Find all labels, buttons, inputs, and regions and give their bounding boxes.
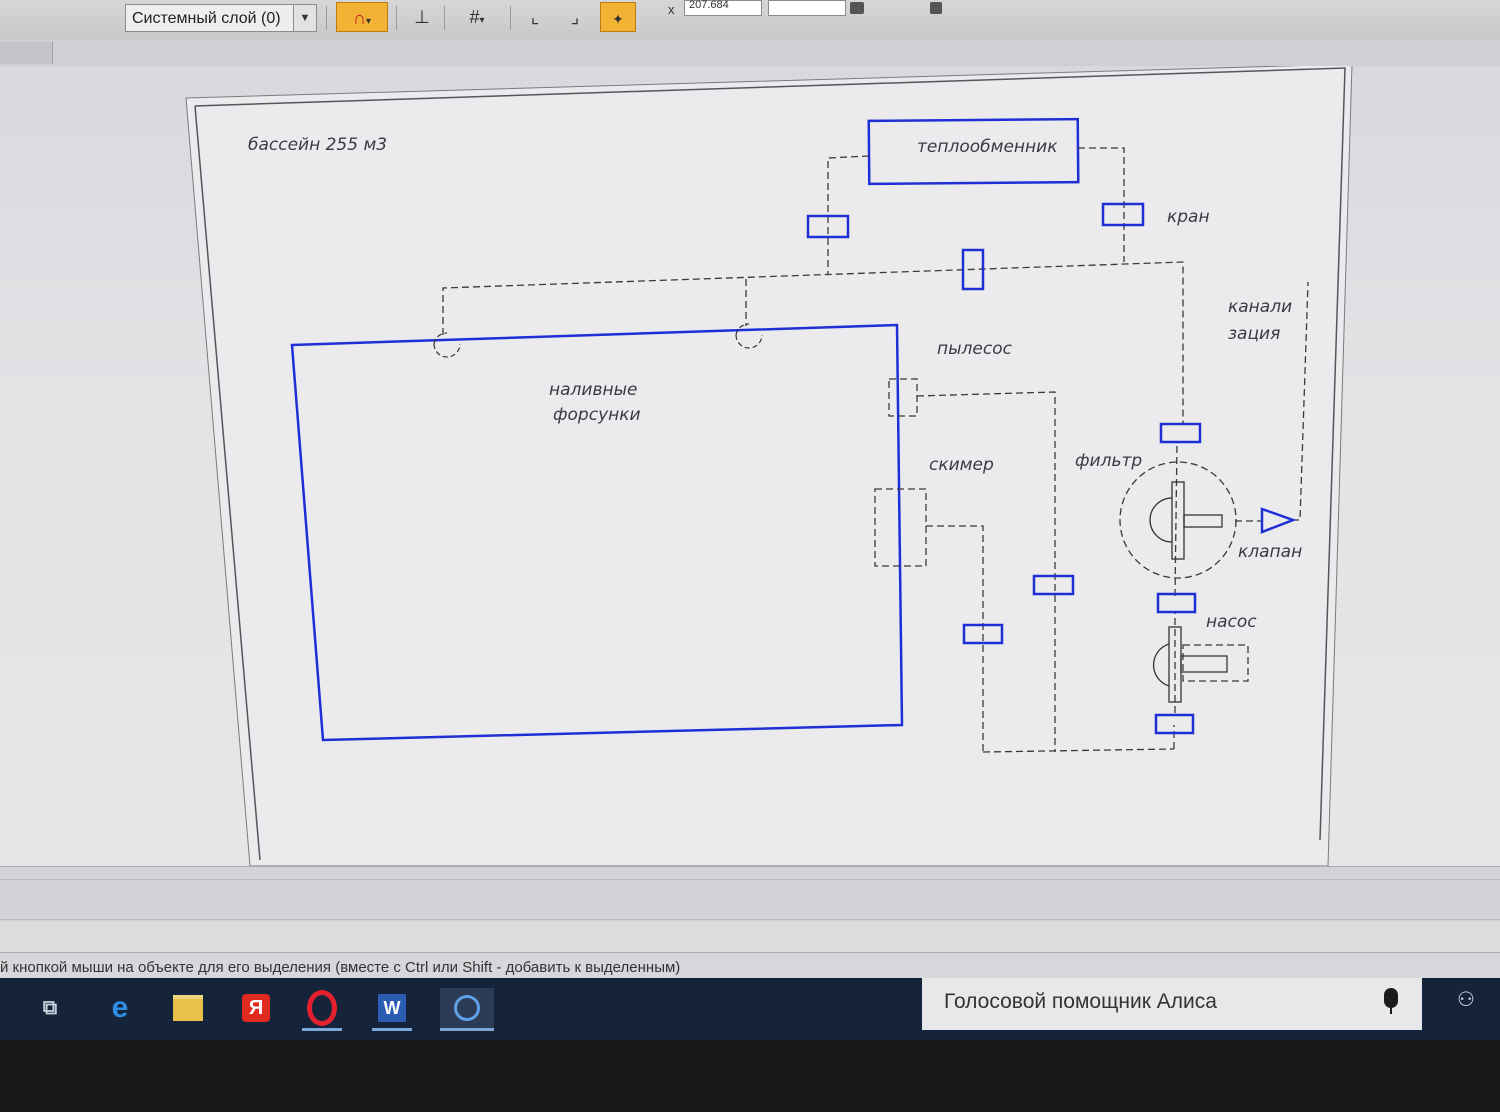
status-bar: й кнопкой мыши на объекте для его выделе…	[0, 952, 1500, 979]
valve-heat-in[interactable]	[806, 214, 850, 239]
microphone-stand	[1390, 1008, 1392, 1014]
opera-icon[interactable]	[302, 988, 342, 1031]
heat-exchanger[interactable]	[867, 117, 1080, 186]
document-tab[interactable]	[0, 42, 53, 64]
pump-symbol[interactable]	[1152, 626, 1228, 703]
valve-filter-in[interactable]	[1159, 422, 1202, 444]
snap-points-button[interactable]: ✦	[600, 2, 636, 32]
coord-x-field[interactable]: 207.684	[684, 0, 762, 16]
people-icon[interactable]: ⚇	[1457, 989, 1475, 1011]
snap-points-icon: ✦	[612, 11, 624, 27]
toolbar-divider	[510, 6, 511, 30]
grid-icon: #	[469, 7, 480, 27]
vacuum-label: пылесос	[937, 339, 1013, 359]
grid-button[interactable]: #▾	[469, 7, 485, 27]
magnet-icon: ∩	[353, 8, 366, 28]
check-valve[interactable]	[1260, 507, 1297, 534]
nozzle-2[interactable]	[735, 334, 763, 349]
sewer-label-2: зация	[1228, 324, 1280, 344]
sheet-title: бассейн 255 м3	[248, 135, 387, 155]
taskbar: ⧉ e Я W Голосовой помощник Алиса ⚇	[0, 978, 1500, 1040]
skimmer-label: скимер	[929, 455, 994, 475]
file-explorer-icon[interactable]	[168, 988, 208, 1028]
klapan-label: клапан	[1238, 542, 1302, 562]
valve-pump-out[interactable]	[1156, 592, 1197, 614]
drawing-canvas[interactable]: бассейн 255 м3 теплообменник	[0, 66, 1500, 866]
valve-skimmer[interactable]	[962, 623, 1004, 645]
nozzles-label-2: форсунки	[553, 405, 641, 425]
pump-label: насос	[1206, 612, 1257, 632]
toolbar-divider	[444, 6, 445, 30]
nozzle-2-top	[735, 323, 750, 336]
heat-exchanger-label: теплообменник	[917, 137, 1058, 157]
nozzle-1-top	[433, 332, 448, 345]
microphone-icon[interactable]	[1384, 988, 1398, 1008]
ortho-button[interactable]: ⊥	[404, 2, 440, 32]
monitor-bezel	[0, 1040, 1500, 1112]
alisa-search-placeholder: Голосовой помощник Алиса	[944, 990, 1217, 1013]
coord-x-label: x	[668, 2, 675, 17]
screen: Системный слой (0) ▼ ∩▾ ⊥ #▾ ⌞ ⌟ ✦ x 207…	[0, 0, 1500, 1040]
scroll-track-line	[0, 879, 1500, 880]
word-icon[interactable]: W	[372, 988, 412, 1031]
drawing-svg[interactable]: бассейн 255 м3 теплообменник	[0, 66, 1500, 866]
round-button[interactable]: ⌟	[560, 2, 590, 32]
filter-symbol[interactable]	[1149, 481, 1223, 560]
nozzles-label-1: наливные	[549, 380, 637, 400]
local-cs-button[interactable]: ⌞	[518, 2, 552, 32]
layer-select[interactable]: Системный слой (0) ▼	[125, 4, 317, 32]
edge-icon[interactable]: e	[111, 991, 129, 1024]
filter-label: фильтр	[1075, 451, 1142, 471]
coord-y-field[interactable]	[768, 0, 846, 16]
lock-y-icon[interactable]	[930, 2, 942, 14]
horizontal-scrollbar[interactable]	[0, 866, 1500, 921]
sheet-frame-left	[194, 105, 261, 861]
valve-vacuum[interactable]	[1032, 574, 1075, 596]
pipe-network	[442, 147, 1309, 753]
task-view-icon[interactable]: ⧉	[42, 996, 58, 1019]
kran-label: кран	[1167, 207, 1210, 227]
magnet-snap-button[interactable]: ∩▾	[336, 2, 388, 32]
scroll-track-line	[0, 919, 1500, 920]
kompas-icon[interactable]	[440, 988, 494, 1031]
layer-select-value: Системный слой (0)	[132, 10, 281, 27]
coord-x-value: 207.684	[689, 0, 729, 11]
toolbar-divider	[396, 6, 397, 30]
document-tabs	[0, 40, 1500, 66]
drawing-sheet	[185, 66, 1353, 866]
status-hint: й кнопкой мыши на объекте для его выделе…	[0, 959, 681, 976]
sewer-label-1: канали	[1228, 297, 1292, 317]
toolbar-divider	[326, 6, 327, 30]
ortho-icon: ⊥	[414, 7, 430, 27]
pool-outline[interactable]	[290, 323, 904, 742]
lock-x-icon[interactable]	[850, 2, 864, 14]
valves	[806, 202, 1297, 735]
valve-pump-in[interactable]	[1154, 713, 1195, 735]
yandex-browser-icon[interactable]: Я	[236, 988, 276, 1028]
corner-icon: ⌟	[570, 7, 580, 27]
axes-icon: ⌞	[530, 7, 540, 27]
nozzle-1[interactable]	[433, 343, 461, 358]
valve-bypass[interactable]	[961, 248, 985, 291]
chevron-down-icon[interactable]: ▼	[293, 5, 316, 31]
sheet-frame	[194, 67, 1346, 841]
valve-heat-out[interactable]	[1101, 202, 1145, 227]
toolbar: Системный слой (0) ▼ ∩▾ ⊥ #▾ ⌞ ⌟ ✦ x 207…	[0, 0, 1500, 41]
alisa-search-box[interactable]: Голосовой помощник Алиса	[922, 978, 1422, 1030]
